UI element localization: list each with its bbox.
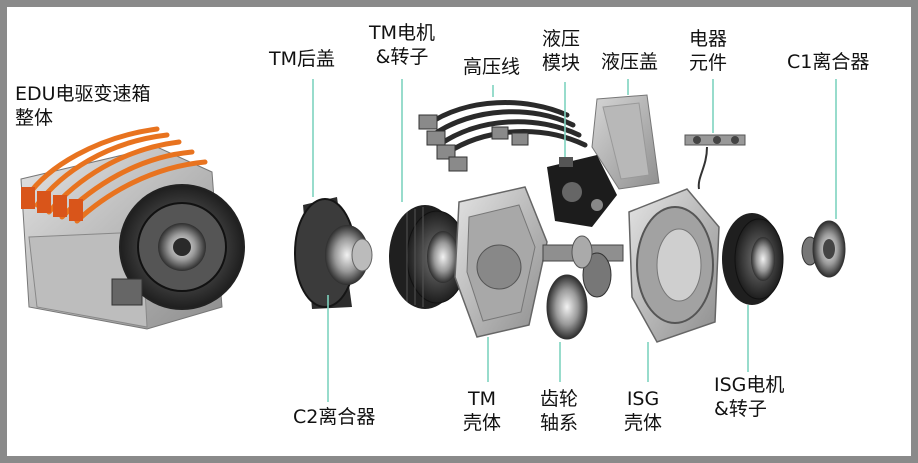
label-edu-assembly: EDU电驱变速箱 整体 bbox=[15, 83, 151, 129]
tm-housing-graphic bbox=[454, 186, 548, 338]
hydraulic-cover-graphic bbox=[591, 94, 660, 190]
gear-shaft-graphic bbox=[542, 235, 624, 340]
label-hydraulic-cover: 液压盖 bbox=[601, 51, 659, 73]
label-c2-clutch: C2离合器 bbox=[293, 406, 376, 428]
isg-motor-rotor-graphic bbox=[722, 213, 784, 305]
label-isg-housing: ISG 壳体 bbox=[624, 388, 663, 434]
c1-clutch-graphic bbox=[801, 220, 846, 278]
tm-rear-cover-graphic bbox=[294, 197, 373, 309]
edu-assembly-graphic bbox=[20, 126, 245, 330]
electrical-components-graphic bbox=[684, 134, 746, 190]
label-gear-shaft: 齿轮 轴系 bbox=[540, 388, 579, 434]
label-c1-clutch: C1离合器 bbox=[787, 51, 870, 73]
hv-cable-graphic bbox=[418, 100, 588, 172]
label-tm-housing: TM 壳体 bbox=[463, 388, 502, 434]
diagram-canvas: EDU电驱变速箱 整体 TM后盖 TM电机 &转子 高压线 液压 模块 液压盖 … bbox=[7, 7, 911, 456]
exploded-view-illustration bbox=[20, 79, 846, 402]
tm-motor-rotor-graphic bbox=[389, 205, 468, 309]
label-isg-motor-rotor: ISG电机 &转子 bbox=[714, 374, 785, 420]
isg-housing-graphic bbox=[628, 188, 720, 343]
label-tm-rear-cover: TM后盖 bbox=[269, 48, 335, 70]
leader-lines bbox=[312, 79, 837, 402]
label-hv-cable: 高压线 bbox=[463, 56, 521, 78]
label-tm-motor-rotor: TM电机 &转子 bbox=[369, 22, 435, 68]
label-electrical-components: 电器 元件 bbox=[689, 28, 728, 74]
label-hydraulic-module: 液压 模块 bbox=[542, 28, 581, 74]
hydraulic-module-graphic bbox=[547, 155, 617, 227]
